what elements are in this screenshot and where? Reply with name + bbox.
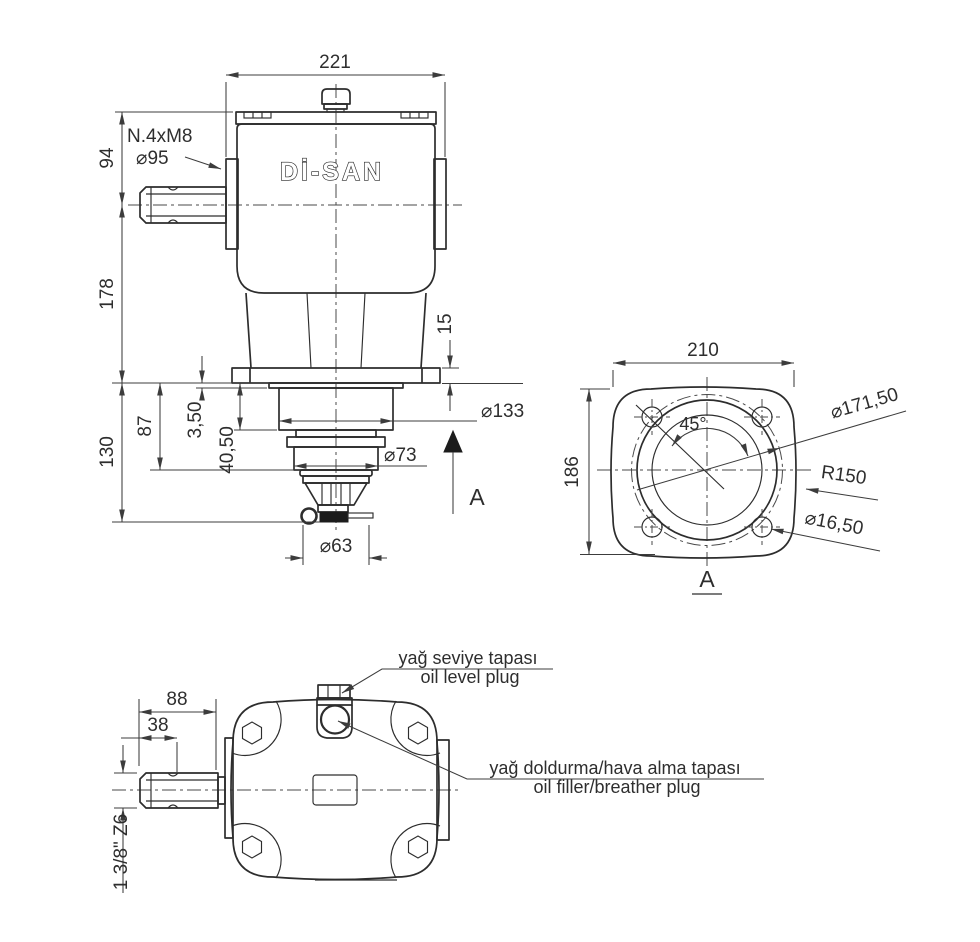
dim-178-label: 178 <box>97 278 118 310</box>
dim-88-label: 88 <box>166 689 187 710</box>
oil-level-label-tr: yağ seviye tapası <box>398 648 537 668</box>
dia-95-label: ⌀95 <box>136 148 169 169</box>
section-arrow: A <box>443 429 485 514</box>
corner-radius-label: R150 <box>820 462 868 489</box>
hole-dia-label: ⌀16,50 <box>803 508 865 540</box>
flange-centerlines <box>597 377 812 570</box>
oil-filler-label-en: oil filler/breather plug <box>533 777 700 797</box>
front-dimensions: 221 94 178 130 87 3,50 40,50 <box>97 52 524 565</box>
dim-94-label: 94 <box>97 147 118 169</box>
flange-view: 45° ⌀171,50 R150 ⌀16,50 210 186 A <box>562 340 907 595</box>
dim-40-50-label: 40,50 <box>217 426 238 474</box>
dim-38-label: 38 <box>147 715 168 736</box>
dia-73-label: ⌀73 <box>384 445 417 466</box>
cotter-pin <box>300 507 374 525</box>
plan-dimensions: 88 38 1 3/8" Z6 <box>111 689 217 893</box>
flange-annotations: 45° ⌀171,50 R150 ⌀16,50 210 186 A <box>562 340 907 595</box>
plan-outline <box>224 698 450 881</box>
brand-logo: Dİ-SAN <box>280 158 384 186</box>
bolt-circle-label: ⌀171,50 <box>828 384 901 423</box>
section-arrow-label: A <box>469 484 485 510</box>
angle-45-label: 45° <box>679 414 706 434</box>
flange-bolt-holes <box>634 399 780 545</box>
oil-filler-label-tr: yağ doldurma/hava alma tapası <box>489 758 740 778</box>
dim-3-50-label: 3,50 <box>185 402 206 439</box>
oil-plug-assembly <box>316 684 353 739</box>
flange-outline <box>610 386 797 559</box>
section-view-label: A <box>699 566 715 592</box>
dia-63-label: ⌀63 <box>320 536 353 557</box>
front-view: Dİ-SAN 221 94 178 130 87 3, <box>97 52 524 565</box>
dim-130-label: 130 <box>97 436 118 468</box>
dia-133-label: ⌀133 <box>481 401 524 422</box>
dim-87-label: 87 <box>135 415 156 436</box>
thread-note-label: N.4xM8 <box>127 126 192 147</box>
gearbox-housing-outline <box>139 88 447 513</box>
plan-shaft <box>139 772 226 809</box>
flange-width-label: 210 <box>687 340 719 361</box>
oil-level-label-en: oil level plug <box>420 667 519 687</box>
plug-callouts: yağ seviye tapası oil level plug yağ dol… <box>337 648 764 797</box>
dim-221-label: 221 <box>319 52 351 73</box>
shaft-spec-label: 1 3/8" Z6 <box>111 814 132 890</box>
dim-15-label: 15 <box>435 313 456 334</box>
corner-bolts <box>241 721 429 859</box>
front-centerlines <box>128 84 462 534</box>
flange-height-label: 186 <box>562 456 583 488</box>
plan-view: 88 38 1 3/8" Z6 yağ seviye tapası oil le… <box>111 648 764 893</box>
